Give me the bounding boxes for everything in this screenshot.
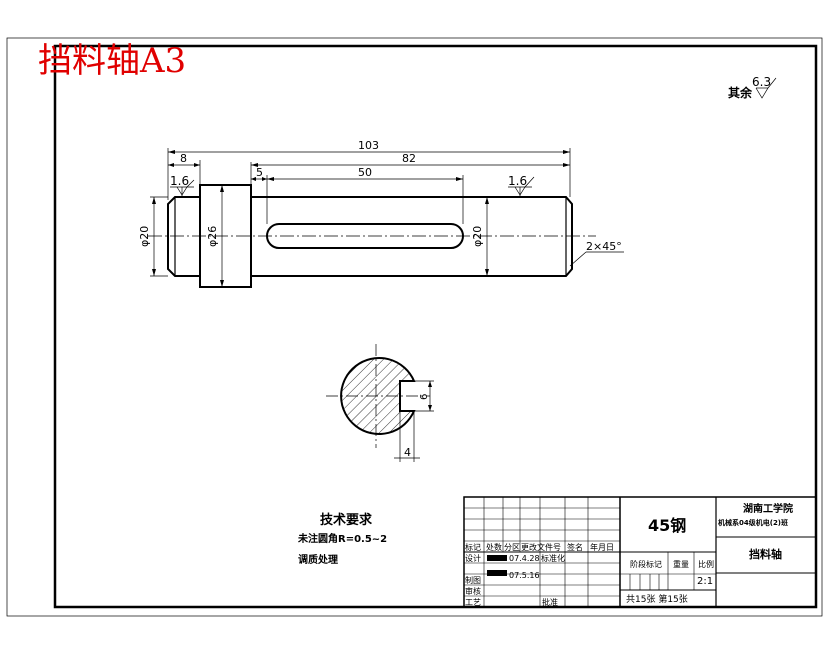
dim-key-depth: 6 xyxy=(419,394,430,400)
drawing-frame xyxy=(53,44,818,609)
tb-row-check: 审核 xyxy=(465,586,481,596)
tb-col-mark: 标记 xyxy=(465,542,481,552)
tb-col-sign: 签名 xyxy=(567,542,583,552)
tb-row-design: 设计 xyxy=(465,553,481,563)
dim-overall-length: 103 xyxy=(358,139,379,152)
outer-border xyxy=(6,37,823,617)
title-block xyxy=(463,496,817,608)
tb-col-docno: 更改文件号 xyxy=(521,542,561,552)
left-journal xyxy=(167,196,201,277)
tb-row-draw: 制图 xyxy=(465,575,481,585)
section-outline xyxy=(340,357,416,435)
dim-key-width: 4 xyxy=(404,446,411,459)
tb-date-1: 07.4.28 xyxy=(509,554,540,563)
tb-std-label: 标准化 xyxy=(541,553,565,563)
tech-item-1: 未注圆角R=0.5~2 xyxy=(297,532,387,545)
tb-approve: 批准 xyxy=(542,597,558,607)
tech-item-2: 调质处理 xyxy=(298,553,338,566)
tb-stage-label: 阶段标记 xyxy=(630,559,662,569)
keyway-slot xyxy=(266,223,464,249)
tb-col-count: 处数 xyxy=(486,542,502,552)
collar xyxy=(199,184,252,288)
roughness-remaining-label: 其余 xyxy=(728,85,753,100)
tb-scale-label: 比例 xyxy=(698,559,714,569)
drawing-title: 挡料轴A3 xyxy=(38,41,186,81)
roughness-symbol xyxy=(755,77,777,99)
tb-part-name: 挡料轴 xyxy=(749,547,782,561)
dim-dia-left: φ20 xyxy=(138,226,151,247)
roughness-remaining-value: 6.3 xyxy=(752,75,771,89)
dim-length-5: 5 xyxy=(256,166,263,179)
tb-class-info: 机械系04级机电(2)班 xyxy=(718,518,788,527)
dim-length-8: 8 xyxy=(180,152,187,165)
tb-weight-label: 重量 xyxy=(673,559,689,569)
roughness-surface-1: 1.6 xyxy=(170,174,189,188)
tech-heading: 技术要求 xyxy=(320,512,373,528)
shaft-main-view xyxy=(148,184,596,288)
signature-1 xyxy=(487,555,507,561)
dim-dia-collar: φ26 xyxy=(206,226,219,247)
tech-requirements: 技术要求 未注圆角R=0.5~2 调质处理 xyxy=(297,512,387,566)
cross-section-view: 6 4 xyxy=(326,344,434,462)
roughness-surface-2: 1.6 xyxy=(508,174,527,188)
tb-col-zone: 分区 xyxy=(504,543,520,552)
dim-chamfer: 2×45° xyxy=(586,240,622,253)
tb-date-2: 07.5.16 xyxy=(509,571,540,580)
tb-school: 湖南工学院 xyxy=(743,502,793,515)
tb-col-date: 年月日 xyxy=(590,542,614,552)
tb-sheets: 共15张 第15张 xyxy=(626,593,688,605)
right-shaft-body xyxy=(251,196,573,277)
title-block-text: 45钢 湖南工学院 机械系04级机电(2)班 挡料轴 标记 处数 分区 更改文件… xyxy=(465,502,793,607)
dim-dia-right: φ20 xyxy=(471,226,484,247)
dimension-annotations: 103 82 8 5 50 φ20 φ26 φ20 2×45 xyxy=(138,139,624,287)
dim-length-82: 82 xyxy=(402,152,416,165)
tb-scale-value: 2:1 xyxy=(697,576,713,587)
roughness-remaining: 其余 6.3 xyxy=(728,75,777,100)
dim-keyway-length: 50 xyxy=(358,166,372,179)
tb-material: 45钢 xyxy=(648,516,686,535)
tb-row-process: 工艺 xyxy=(465,598,481,607)
signature-2 xyxy=(487,570,507,576)
